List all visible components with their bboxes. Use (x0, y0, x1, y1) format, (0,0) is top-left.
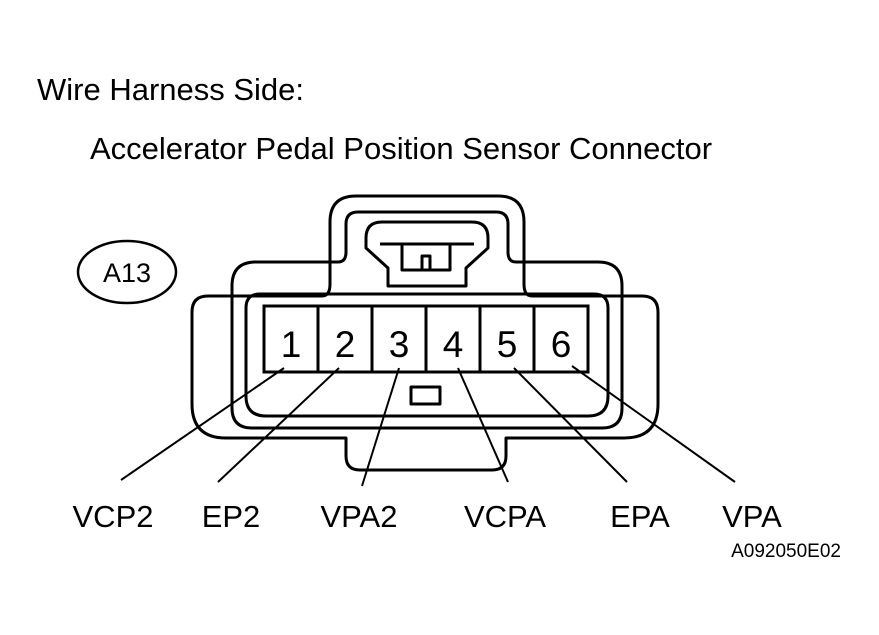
lock-latch-outer (364, 220, 490, 288)
wire-label-vcp2: VCP2 (72, 499, 154, 534)
connector-name: Accelerator Pedal Position Sensor Connec… (90, 131, 713, 166)
leader-line (361, 367, 400, 487)
leader-line (513, 367, 628, 483)
leader-lines (120, 365, 736, 487)
figure-code: A092050E02 (731, 541, 841, 562)
wire-label-vpa: VPA (722, 499, 782, 534)
terminal-number: 2 (335, 324, 356, 365)
leader-line (457, 367, 509, 483)
terminal-number: 6 (551, 324, 572, 365)
wire-label-vpa2: VPA2 (320, 499, 398, 534)
wire-label-epa: EPA (610, 499, 670, 534)
housing-cavity (244, 292, 610, 418)
terminal-cell (532, 304, 590, 374)
key-notch (409, 385, 442, 406)
terminal-number: 4 (443, 324, 464, 365)
lock-latch-slot (420, 254, 432, 270)
connector-code-ellipse (76, 239, 178, 305)
housing-outer-shell (190, 194, 660, 472)
housing-inner-shell (230, 210, 624, 430)
connector-code-text: A13 (103, 258, 151, 288)
terminal-number: 1 (281, 324, 302, 365)
terminal-number: 3 (389, 324, 410, 365)
connector-code-callout: A13 (76, 239, 178, 305)
terminal-number: 5 (497, 324, 518, 365)
heading: Wire Harness Side: (37, 72, 305, 107)
terminal-block (262, 304, 590, 374)
terminal-numbers: 1 2 3 4 5 6 (281, 324, 572, 365)
wire-label-ep2: EP2 (201, 499, 261, 534)
lock-latch-tab (400, 242, 452, 272)
connector-housing (190, 194, 660, 472)
leader-line (571, 365, 736, 483)
wire-label-vcpa: VCPA (463, 499, 547, 534)
leader-line (120, 367, 285, 481)
leader-line (217, 367, 340, 483)
